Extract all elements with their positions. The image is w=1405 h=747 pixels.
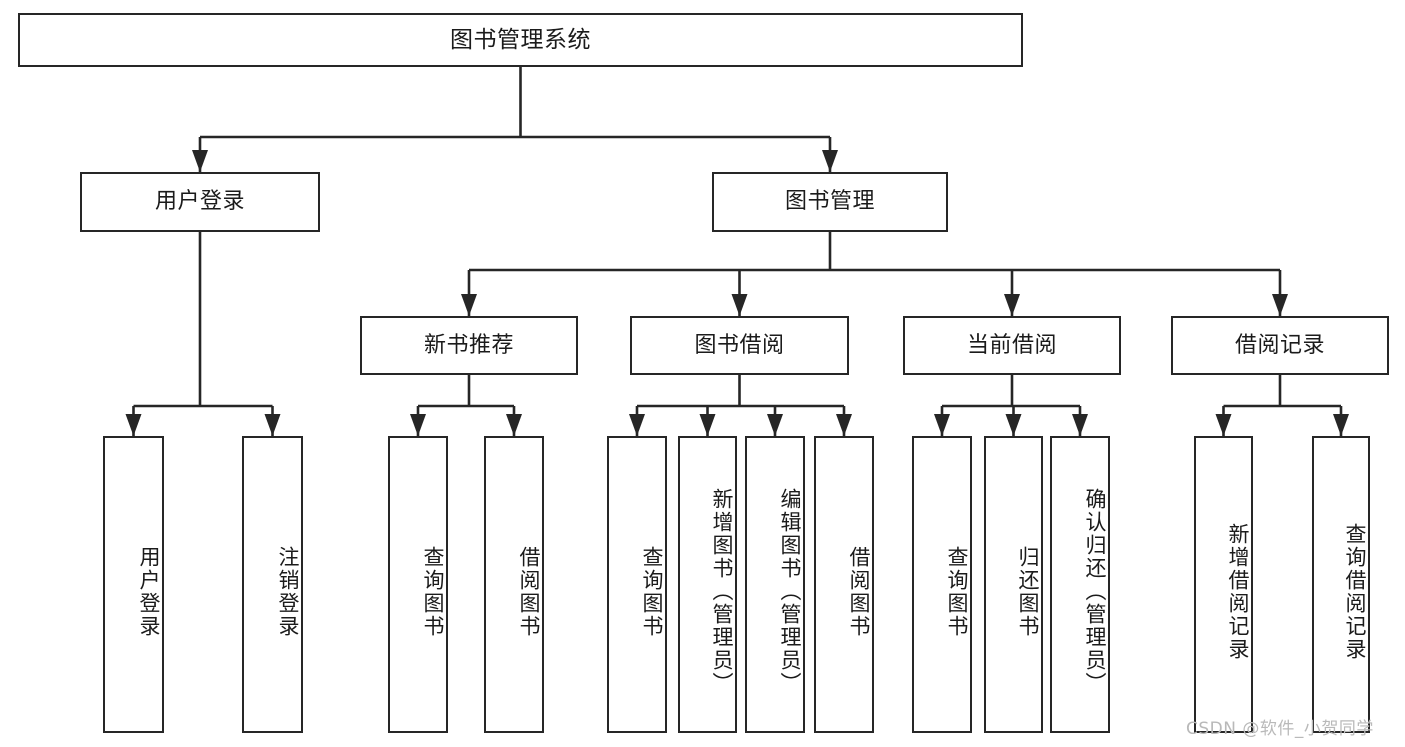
- node-new-book-rec[interactable]: 新书推荐: [360, 316, 578, 375]
- node-leaf-query-3[interactable]: 查询图书: [912, 436, 972, 733]
- connector-arrowhead: [699, 414, 716, 436]
- connector-arrowhead: [822, 150, 838, 172]
- node-label: 用户登录: [154, 189, 245, 215]
- node-label: 查询借阅记录: [1343, 522, 1367, 661]
- connector-arrowhead: [264, 414, 281, 436]
- node-label: 图书管理: [784, 189, 875, 215]
- connector-arrowhead: [410, 414, 426, 436]
- node-book-borrow[interactable]: 图书借阅: [630, 316, 849, 375]
- watermark-label: CSDN @软件_小贺同学: [1186, 719, 1374, 739]
- connector-arrowhead: [506, 414, 522, 436]
- connector-arrowhead: [731, 294, 748, 316]
- connector-arrowhead: [125, 414, 142, 436]
- connector-arrowhead: [1333, 414, 1349, 436]
- node-label: 确认归还（管理员）: [1083, 488, 1107, 695]
- node-label: 查询图书: [640, 545, 664, 638]
- connector-arrowhead: [1004, 294, 1020, 316]
- node-leaf-add-rec[interactable]: 新增借阅记录: [1194, 436, 1253, 733]
- node-label: 借阅图书: [847, 545, 871, 638]
- node-leaf-borrow-2[interactable]: 借阅图书: [814, 436, 874, 733]
- node-label: 借阅图书: [517, 545, 541, 638]
- connector-arrowhead: [767, 414, 783, 436]
- node-leaf-query-1[interactable]: 查询图书: [388, 436, 448, 733]
- node-label: 归还图书: [1016, 545, 1040, 638]
- connector-arrowhead: [1272, 294, 1288, 316]
- node-leaf-user-login[interactable]: 用户登录: [103, 436, 164, 733]
- node-label: 新书推荐: [423, 332, 514, 358]
- node-label: 图书管理系统: [450, 26, 591, 53]
- node-root[interactable]: 图书管理系统: [18, 13, 1023, 67]
- node-label: 查询图书: [945, 545, 969, 638]
- node-label: 注销登录: [276, 545, 300, 638]
- node-user-login[interactable]: 用户登录: [80, 172, 320, 232]
- connector-arrowhead: [192, 150, 208, 172]
- node-leaf-return[interactable]: 归还图书: [984, 436, 1043, 733]
- connector-arrowhead: [934, 414, 950, 436]
- node-leaf-query-rec[interactable]: 查询借阅记录: [1312, 436, 1370, 733]
- node-leaf-add-book[interactable]: 新增图书（管理员）: [678, 436, 737, 733]
- node-label: 编辑图书（管理员）: [778, 488, 802, 695]
- node-label: 图书借阅: [694, 332, 785, 358]
- node-leaf-borrow-1[interactable]: 借阅图书: [484, 436, 544, 733]
- node-leaf-query-2[interactable]: 查询图书: [607, 436, 667, 733]
- node-label: 当前借阅: [966, 332, 1057, 358]
- connector-arrowhead: [1005, 414, 1022, 436]
- connector-arrowhead: [836, 414, 852, 436]
- node-leaf-edit-book[interactable]: 编辑图书（管理员）: [745, 436, 805, 733]
- node-label: 新增图书（管理员）: [710, 488, 734, 695]
- node-label: 新增借阅记录: [1226, 522, 1250, 661]
- node-label: 用户登录: [137, 545, 161, 638]
- node-leaf-logout[interactable]: 注销登录: [242, 436, 303, 733]
- node-book-manage[interactable]: 图书管理: [712, 172, 948, 232]
- node-leaf-confirm[interactable]: 确认归还（管理员）: [1050, 436, 1110, 733]
- connector-arrowhead: [629, 414, 645, 436]
- connector-arrowhead: [461, 294, 477, 316]
- node-borrow-record[interactable]: 借阅记录: [1171, 316, 1389, 375]
- connector-arrowhead: [1072, 414, 1088, 436]
- node-label: 查询图书: [421, 545, 445, 638]
- node-label: 借阅记录: [1234, 332, 1325, 358]
- node-current-borrow[interactable]: 当前借阅: [903, 316, 1121, 375]
- connector-arrowhead: [1215, 414, 1232, 436]
